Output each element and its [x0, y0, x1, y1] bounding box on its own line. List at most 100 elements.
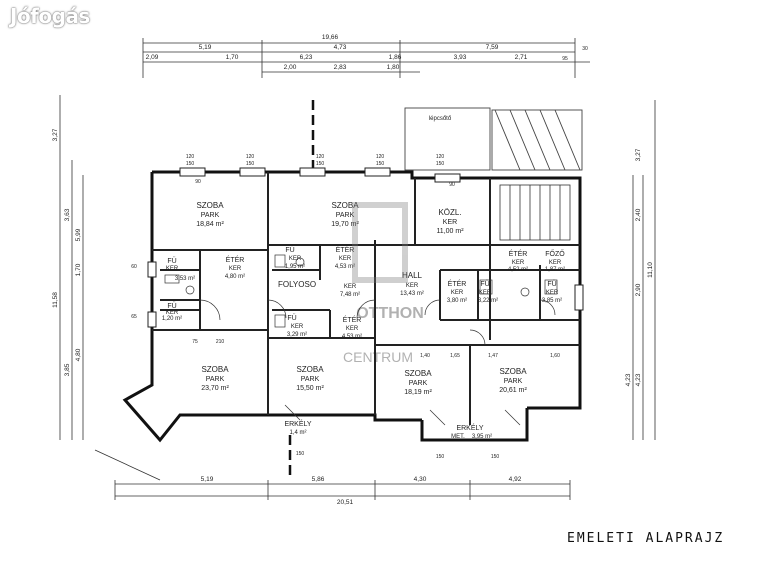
stair-label: lépcsőtő [429, 116, 452, 122]
dim-label: 4,30 [414, 476, 427, 483]
room-name: SZOBA [196, 201, 224, 210]
balcony-name: ERKÉLY [284, 419, 311, 428]
fixtures [164, 254, 558, 328]
dim-label: 4,23 [625, 373, 632, 386]
room-name: ÉTÉR [336, 245, 355, 254]
opening-mark: 150 [436, 454, 445, 460]
room-name: HALL [402, 271, 423, 280]
room-type: PARK [409, 380, 428, 387]
room-area: 3,22 m² [478, 298, 498, 304]
room-type: KER [339, 256, 352, 262]
opening-mark: 30 [582, 46, 588, 52]
balcony-area: 1,4 m² [289, 430, 306, 436]
room-area: 20,61 m² [499, 387, 527, 394]
room-type: KER [479, 290, 492, 296]
dim-label: 4,23 [635, 373, 642, 386]
room-name: FÜ [547, 280, 556, 288]
opening-mark: 90 [449, 182, 455, 188]
room-name: FÜ [167, 257, 176, 265]
dimension-lines [59, 38, 656, 500]
opening-mark: 60 [131, 264, 137, 270]
opening-mark: 150 [436, 161, 445, 167]
opening-mark: 120 [186, 154, 195, 160]
opening-marks: 120 150 120 150 120 150 120 150 120 150 … [131, 46, 588, 460]
center-watermark: OTTHON CENTRUM [343, 202, 424, 365]
dim-total-top: 19,66 [322, 34, 339, 41]
drawing-caption: EMELETI ALAPRAJZ [567, 531, 725, 546]
room-area: 11,00 m² [436, 228, 464, 235]
room-type: KER [166, 310, 179, 316]
room-type: KER [344, 284, 357, 290]
dim-label: 1,70 [226, 54, 239, 61]
opening-mark: 95 [562, 56, 568, 62]
watermark-line2: CENTRUM [343, 349, 413, 365]
dim-label: 5,19 [199, 44, 212, 51]
door-swings [199, 299, 556, 426]
room-type: KER [546, 290, 559, 296]
room-name: FOLYOSO [278, 280, 316, 289]
left-dimension-labels: 3,27 3,63 5,99 1,70 11,58 4,80 3,85 [52, 128, 82, 376]
room-name: FÜ [480, 280, 489, 288]
room-area: 4,53 m² [335, 264, 355, 270]
dim-label: 3,85 [64, 363, 71, 376]
room-name: ÉTÉR [226, 255, 245, 264]
opening-mark: 120 [246, 154, 255, 160]
room-area: 4,53 m² [342, 334, 362, 340]
bottom-dimension-labels: 5,19 5,86 4,30 4,92 20,51 [201, 476, 522, 506]
room-area: 23,70 m² [201, 385, 229, 392]
opening-mark: 150 [246, 161, 255, 167]
room-type: KER [166, 266, 179, 272]
top-dimension-labels: 19,66 5,19 4,73 7,59 2,09 1,70 6,23 1,86… [146, 34, 528, 71]
dim-label: 4,92 [509, 476, 522, 483]
section-line [288, 100, 315, 475]
opening-mark: 120 [316, 154, 325, 160]
room-type: PARK [201, 212, 220, 219]
room-name: SZOBA [201, 365, 229, 374]
dim-label: 2,00 [284, 64, 297, 71]
opening-mark: 1,40 [420, 353, 430, 359]
opening-mark: 150 [491, 454, 500, 460]
room-name: FÜ [285, 246, 294, 254]
room-name: SZOBA [499, 367, 527, 376]
room-name: ÉTÉR [509, 249, 528, 258]
room-type: PARK [206, 376, 225, 383]
opening-mark: 1,65 [450, 353, 460, 359]
room-name: ÉTÉR [448, 279, 467, 288]
dim-label: 1,80 [387, 64, 400, 71]
room-type: KER [289, 256, 302, 262]
opening-mark: 210 [216, 339, 225, 345]
room-type: KER [451, 290, 464, 296]
room-name: ÉTÉR [343, 315, 362, 324]
dim-label: 1,86 [389, 54, 402, 61]
room-area: 1,95 m² [285, 264, 305, 270]
room-type: PARK [336, 212, 355, 219]
dim-label: 2,71 [515, 54, 528, 61]
room-labels: SZOBA PARK 18,84 m² SZOBA PARK 19,70 m² … [162, 116, 565, 440]
room-area: 4,80 m² [225, 274, 245, 280]
room-name: FÜ [287, 314, 296, 322]
watermark-line1: OTTHON [356, 305, 424, 322]
roof-hatch [404, 107, 583, 171]
inner-walls [152, 172, 580, 425]
windows [147, 167, 584, 328]
room-type: KER [229, 266, 242, 272]
opening-mark: 150 [296, 451, 305, 457]
balcony-area: 3,95 m² [472, 434, 492, 440]
dim-label: 11,58 [52, 292, 59, 308]
opening-mark: 120 [436, 154, 445, 160]
room-name: SZOBA [296, 365, 324, 374]
room-name: KÖZL. [438, 208, 461, 217]
room-area: 1,87 m² [545, 267, 565, 273]
opening-mark: 90 [195, 179, 201, 185]
dim-label: 6,23 [300, 54, 313, 61]
dim-label: 3,27 [635, 148, 642, 161]
room-area: 4,52 m² [508, 267, 528, 273]
dim-label: 3,27 [52, 128, 59, 141]
balcony-type: MET. [451, 434, 465, 440]
room-type: KER [512, 260, 525, 266]
room-area: 3,85 m² [542, 298, 562, 304]
dim-label: 11,10 [647, 262, 654, 278]
room-area: 15,50 m² [296, 385, 324, 392]
dim-label: 5,99 [75, 228, 82, 241]
